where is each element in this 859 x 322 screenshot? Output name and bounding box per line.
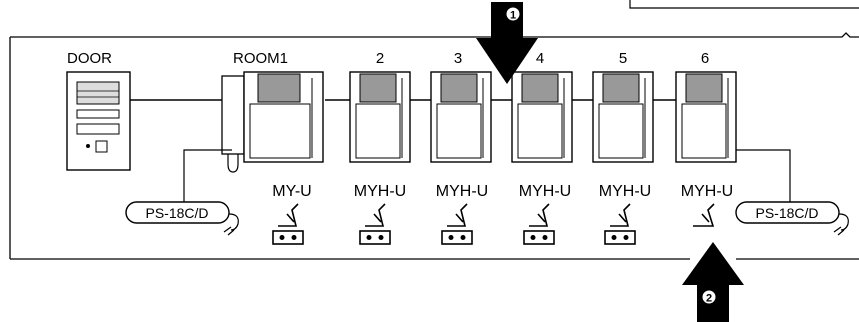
callout-1-number: 1 <box>510 10 516 22</box>
room1-master-monitor <box>221 71 324 173</box>
callout-2-number: 2 <box>706 293 712 305</box>
room6-model-label: MYH-U <box>681 183 733 200</box>
room3-model-label: MYH-U <box>436 183 488 200</box>
ps-right-label: PS-18C/D <box>755 205 818 221</box>
room5-model-label: MYH-U <box>599 183 651 200</box>
ps-left-cord <box>228 213 239 231</box>
switch-room3-icon <box>441 203 473 245</box>
room6-monitor <box>675 71 737 163</box>
arrow-up-icon: 2 <box>682 242 744 322</box>
room2-monitor <box>349 71 411 163</box>
room5-monitor <box>592 71 654 163</box>
switch-room6-icon <box>693 203 715 227</box>
ps-right-capsule <box>735 201 840 224</box>
switch-room4-icon <box>523 203 555 245</box>
room1-label: ROOM1 <box>233 50 288 67</box>
door-label: DOOR <box>67 50 112 67</box>
room4-label: 4 <box>536 50 544 67</box>
switch-room5-icon <box>604 203 636 245</box>
room3-monitor <box>430 71 492 163</box>
plug-right-icon <box>833 226 845 236</box>
panel-top-border <box>10 32 859 38</box>
room3-label: 3 <box>454 50 462 67</box>
arrow-down-icon: 1 <box>476 2 538 84</box>
ps-left-label: PS-18C/D <box>145 205 208 221</box>
ps-left-capsule <box>125 201 230 224</box>
ps-left-wire <box>183 149 232 212</box>
room2-model-label: MYH-U <box>354 183 406 200</box>
room4-model-label: MYH-U <box>519 183 571 200</box>
room5-label: 5 <box>619 50 627 67</box>
box-fragment <box>629 0 859 9</box>
plug-left-icon <box>223 226 235 236</box>
ps-right-cord <box>838 213 849 231</box>
switch-room2-icon <box>359 203 391 245</box>
door-station <box>66 71 131 171</box>
ps-right-wire <box>736 149 791 202</box>
room4-monitor <box>511 71 573 163</box>
room6-label: 6 <box>701 50 709 67</box>
room2-label: 2 <box>376 50 384 67</box>
room1-model-label: MY-U <box>272 183 311 200</box>
switch-room1-icon <box>272 203 304 245</box>
